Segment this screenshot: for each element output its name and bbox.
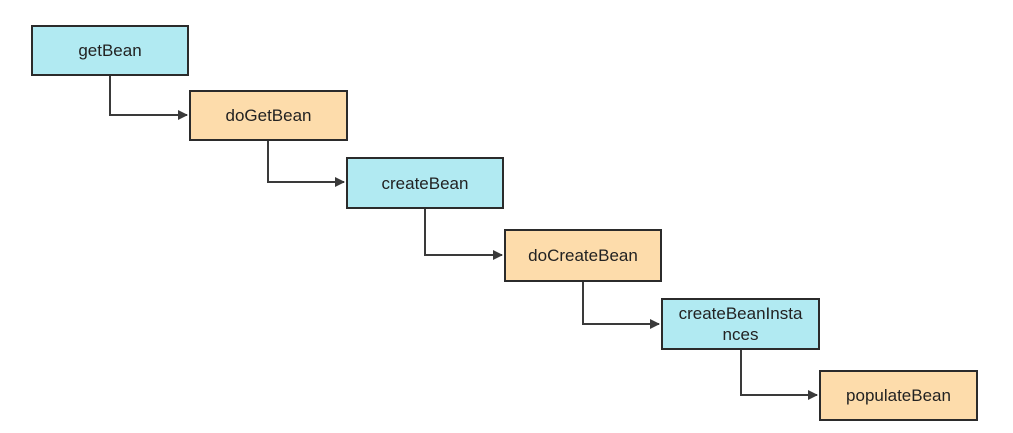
node-label: doCreateBean	[528, 246, 638, 265]
node-dogetbean: doGetBean	[189, 90, 348, 141]
node-docreatebean: doCreateBean	[504, 229, 662, 282]
node-createbean: createBean	[346, 157, 504, 209]
node-label: createBeanInstances	[678, 304, 803, 344]
node-label: getBean	[78, 41, 142, 60]
connector-getbean-to-dogetbean	[109, 76, 188, 120]
node-label: doGetBean	[225, 106, 312, 125]
connector-createbean-to-docreatebean	[424, 209, 503, 260]
connector-dogetbean-to-createbean	[267, 141, 345, 187]
node-populatebean: populateBean	[819, 370, 978, 421]
node-getbean: getBean	[31, 25, 189, 76]
connector-docreatebean-to-createbeaninstances	[582, 282, 660, 329]
connector-createbeaninstances-to-populatebean	[740, 350, 818, 400]
node-label: populateBean	[846, 386, 951, 405]
node-createbeaninstances: createBeanInstances	[661, 298, 820, 350]
node-label: createBean	[381, 173, 469, 193]
